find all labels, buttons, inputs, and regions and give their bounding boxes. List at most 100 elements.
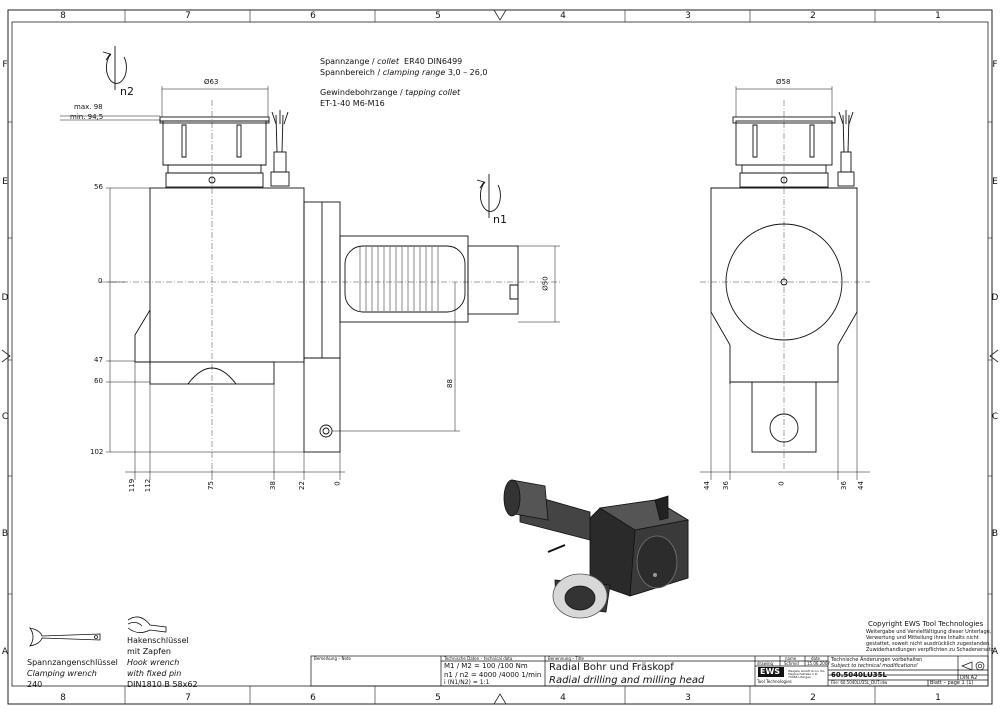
zone-row-e: E <box>2 177 8 187</box>
zone-row-a-right: A <box>991 647 999 657</box>
dim-max-98: max. 98 <box>74 103 103 111</box>
company-name: EWS <box>760 667 781 676</box>
company-sub: Tool Technologies <box>757 679 792 684</box>
row-drawing-label: drawing <box>757 661 774 666</box>
isometric-view <box>503 479 690 619</box>
zone-col-4: 4 <box>560 11 566 21</box>
clamping-wrench-icon <box>29 627 101 647</box>
copyright-line4: gestattet, soweit nicht ausdrücklich zug… <box>866 641 991 647</box>
dim-h75: 75 <box>206 481 215 490</box>
zone-col-1: 1 <box>935 11 941 21</box>
dim-h36-left: 36 <box>721 481 730 490</box>
zone-col-8: 8 <box>60 11 66 21</box>
zone-row-e-right: E <box>992 177 998 187</box>
dim-v102: 102 <box>90 448 104 456</box>
projection-symbol-icon <box>961 661 985 671</box>
wrench2-en2: with fixed pin <box>127 669 182 678</box>
zone-row-a: A <box>1 647 9 657</box>
dim-h36-right: 36 <box>839 481 848 490</box>
zone-col-1-bottom: 1 <box>935 693 941 703</box>
dim-dia-58: Ø58 <box>776 78 791 86</box>
zone-row-c: C <box>1 412 9 422</box>
sheet-number: Blatt – page 1 (1) <box>930 680 974 686</box>
copyright-line5: Zuwiderhandlungen verpflichten zu Schade… <box>866 647 996 653</box>
wrench2-std: DIN1810 B 58x62 <box>127 680 198 689</box>
dim-min-945: min. 94,5 <box>70 113 104 121</box>
zone-col-6: 6 <box>310 11 316 21</box>
zone-col-5-bottom: 5 <box>435 693 441 703</box>
drawing-title-en: Radial drilling and milling head <box>549 675 705 686</box>
company-logo <box>758 667 784 677</box>
dim-dia-50: Ø50 <box>541 276 550 291</box>
col-name-label: name <box>785 656 797 661</box>
dim-v60: 60 <box>94 377 103 385</box>
paper-format: DIN A2 <box>960 675 978 681</box>
drawing-author: Schmid <box>784 661 799 666</box>
changes-de: Technische Änderungen vorbehalten <box>831 657 923 663</box>
copyright-title: Copyright EWS Tool Technologies <box>868 620 984 628</box>
zone-col-2-bottom: 2 <box>810 693 816 703</box>
dim-h119: 119 <box>128 478 137 493</box>
zone-col-5: 5 <box>435 11 441 21</box>
dim-v56: 56 <box>94 183 103 191</box>
left-view <box>100 100 560 470</box>
zone-row-b: B <box>1 529 9 539</box>
zone-row-b-right: B <box>991 529 999 539</box>
dim-h38: 38 <box>268 481 277 490</box>
torque-value: M1 / M2 = 100 /100 Nm <box>444 662 528 670</box>
rotation-n1-icon <box>476 174 501 218</box>
collet-note: Spannzange / collet ER40 DIN6499 <box>320 57 463 66</box>
dim-h22: 22 <box>297 481 306 490</box>
zone-col-4-bottom: 4 <box>560 693 566 703</box>
wrench1-de: Spannzangenschlüssel <box>27 658 118 667</box>
tapping-collet-value: ET-1-40 M6-M16 <box>320 99 385 108</box>
dim-h112: 112 <box>144 478 153 493</box>
left-dimensions <box>60 86 560 480</box>
right-dimensions <box>700 86 870 480</box>
speed-value: n1 / n2 = 4000 /4000 1/min <box>444 671 542 679</box>
zone-row-c-right: C <box>991 412 999 422</box>
wrench2-de2: mit Zapfen <box>127 647 171 656</box>
tapping-collet-note: Gewindebohrzange / tapping collet <box>320 88 461 97</box>
zone-col-7: 7 <box>185 11 191 21</box>
part-number: 60.5040LU35L <box>831 671 887 679</box>
clamping-range-note: Spannbereich / clamping range 3,0 – 26,0 <box>320 68 488 77</box>
wrench1-size: 240 <box>27 680 43 689</box>
copyright-line3: Verwertung und Mitteilung ihres Inhalts … <box>866 635 979 641</box>
zone-col-7-bottom: 7 <box>185 693 191 703</box>
rotation-n2-label: n2 <box>120 85 134 98</box>
zone-col-6-bottom: 6 <box>310 693 316 703</box>
changes-en: Subject to technical modifications! <box>831 663 918 669</box>
rotation-n2-icon <box>102 46 127 90</box>
hook-wrench-icon <box>127 616 167 633</box>
remark-label: Bemerkung – Note <box>314 656 352 661</box>
zone-row-f-right: F <box>992 60 998 70</box>
name-label: Benennung – Title <box>548 656 584 661</box>
zone-row-d-right: D <box>991 293 999 303</box>
dim-v88: 88 <box>445 379 454 388</box>
company-address: Weigele GmbH & Co. KG Maybachstraße 1 D-… <box>788 669 825 679</box>
drawing-date: 15.06.2007 <box>807 661 830 666</box>
dim-h0: 0 <box>333 481 342 486</box>
dim-v0: 0 <box>98 277 103 285</box>
rotation-n1-label: n1 <box>493 213 507 226</box>
drawing-title-de: Radial Bohr und Fräskopf <box>549 662 674 673</box>
wrench2-de1: Hakenschlüssel <box>127 636 189 645</box>
dim-h44-right: 44 <box>856 481 865 490</box>
right-view <box>700 100 870 470</box>
dim-h44-left: 44 <box>702 481 711 490</box>
file-name: File: 60.5040LU35L_DUT.idw <box>831 680 888 685</box>
ratio-value: i (N1/N2) = 1:1 <box>444 679 490 686</box>
wrench2-en1: Hook wrench <box>127 658 180 667</box>
zone-row-d: D <box>1 293 9 303</box>
dim-v47: 47 <box>94 356 103 364</box>
col-date-label: date <box>811 656 821 661</box>
title-block <box>310 655 989 687</box>
zone-col-3: 3 <box>685 11 691 21</box>
copyright-line2: Weitergabe und Vervielfältigung dieser U… <box>866 629 992 635</box>
zone-col-2: 2 <box>810 11 816 21</box>
tech-data-label: Technische Daten – technical data <box>444 656 513 661</box>
zone-row-f: F <box>2 60 8 70</box>
dim-dia-63: Ø63 <box>204 78 219 86</box>
